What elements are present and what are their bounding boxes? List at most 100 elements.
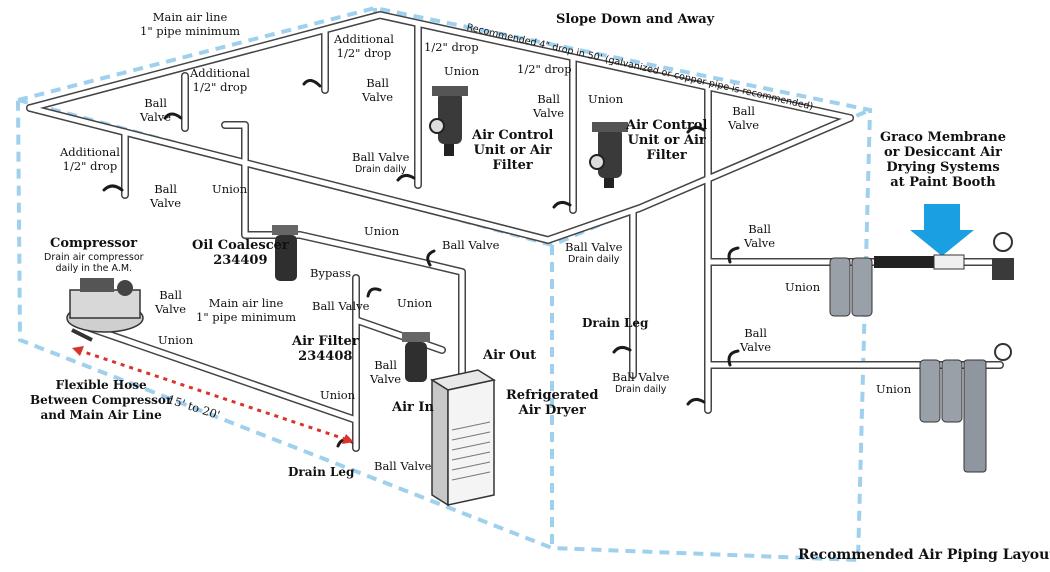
- text-line: Additional: [190, 66, 250, 80]
- label-ball-valve-drain-1: Ball Valve Drain daily: [352, 150, 409, 175]
- label-drain-leg-left: Drain Leg: [288, 465, 355, 479]
- label-union-2: Union: [588, 92, 624, 106]
- text-line: Main air line: [208, 296, 284, 310]
- valve-handle: [727, 246, 740, 264]
- air-control-unit-1: [429, 86, 468, 156]
- membrane-dryer-upper: [829, 232, 1014, 317]
- label-compressor-title: Compressor: [50, 236, 138, 251]
- label-ball-valve-drain-2: Ball Valve Drain daily: [565, 240, 622, 265]
- air-control-unit-2: [589, 122, 628, 188]
- text-line: at Paint Booth: [890, 175, 996, 190]
- text-line: Valve: [728, 118, 760, 132]
- label-additional-drop-far-left: Additional 1/2" drop: [60, 145, 120, 173]
- text-line: Drying Systems: [886, 160, 1000, 175]
- text-line: Unit or Air: [473, 143, 552, 158]
- label-union-9: Union: [876, 382, 912, 396]
- text-line: or Desiccant Air: [884, 145, 1002, 160]
- text-line: Ball: [537, 92, 560, 106]
- label-ball-valve-g: Ball Valve: [740, 326, 771, 354]
- label-union-7: Union: [320, 388, 356, 402]
- label-air-control-2: Air Control Unit or Air Filter: [626, 118, 707, 163]
- label-ball-valve-e: Ball Valve: [728, 104, 759, 132]
- label-refrigerated-dryer: Refrigerated Air Dryer: [506, 388, 598, 418]
- figure-caption: Recommended Air Piping Layout: [798, 547, 1050, 563]
- text-line: Ball: [374, 358, 397, 372]
- label-main-air-line-top: Main air line 1" pipe minimum: [140, 10, 240, 38]
- text-line: Graco Membrane: [880, 130, 1006, 145]
- text-line: Flexible Hose: [55, 378, 147, 392]
- text-line: Filter: [492, 158, 533, 173]
- text-line: Ball Valve: [565, 240, 623, 254]
- text-line: Drain air compressor: [44, 252, 144, 263]
- valve-handle: [163, 112, 183, 120]
- valve-handle: [727, 349, 740, 367]
- distance-arrow: [72, 346, 354, 444]
- text-line: 1" pipe minimum: [140, 24, 241, 38]
- text-line: Air Dryer: [518, 403, 586, 418]
- label-ball-valve-c: Ball Valve: [150, 182, 181, 210]
- text-line: Ball: [366, 76, 389, 90]
- text-line: Valve: [150, 196, 182, 210]
- text-line: Air Control: [472, 128, 554, 143]
- text-line: 1/2" drop: [336, 46, 392, 60]
- label-main-air-line-bottom: Main air line 1" pipe minimum: [196, 296, 296, 324]
- text-line: 1" pipe minimum: [196, 310, 297, 324]
- text-line: Filter: [646, 148, 687, 163]
- text-line: Drain daily: [567, 254, 620, 265]
- label-bypass: Bypass: [310, 266, 351, 280]
- text-line: Valve: [155, 302, 187, 316]
- text-line: 234409: [213, 253, 268, 268]
- air-filter: [402, 332, 430, 382]
- label-air-control-1: Air Control Unit or Air Filter: [472, 128, 553, 173]
- text-line: Valve: [744, 236, 776, 250]
- valve-handle: [302, 79, 322, 88]
- text-line: Valve: [362, 90, 394, 104]
- text-line: Refrigerated: [506, 388, 599, 403]
- label-ball-valve-i: Ball Valve: [370, 358, 401, 386]
- label-union-8: Union: [785, 280, 821, 294]
- valve-handle: [686, 397, 706, 406]
- text-line: daily in the A.M.: [55, 263, 133, 274]
- valve-handle: [552, 200, 572, 209]
- label-additional-drop-mid: Additional 1/2" drop: [334, 32, 394, 60]
- text-line: Unit or Air: [627, 133, 706, 148]
- compressor: [66, 278, 144, 342]
- text-line: and Main Air Line: [40, 408, 162, 422]
- label-air-in: Air In: [392, 400, 434, 415]
- text-line: Ball: [144, 96, 167, 110]
- text-line: Drain daily: [614, 384, 667, 395]
- oil-coalescer-filter: [272, 225, 298, 281]
- label-ball-valve-f: Ball Valve: [744, 222, 775, 250]
- label-union-3: Union: [212, 182, 248, 196]
- label-ball-valve-bypass: Ball Valve: [312, 299, 370, 313]
- valve-handle: [612, 345, 632, 354]
- valve-handle: [102, 184, 124, 192]
- label-ball-valve-drain-leg: Ball Valve: [374, 459, 432, 473]
- graco-arrow: [910, 204, 974, 256]
- label-union-6: Union: [158, 333, 194, 347]
- desiccant-dryer-lower: [919, 343, 1012, 473]
- text-line: 234408: [298, 349, 353, 364]
- main-pipe-network: [26, 11, 1004, 452]
- label-ball-valve-b: Ball Valve: [362, 76, 393, 104]
- valve-handle: [396, 173, 416, 182]
- label-union-4: Union: [364, 224, 400, 238]
- label-additional-drop-left: Additional 1/2" drop: [190, 66, 250, 94]
- text-line: Additional: [60, 145, 120, 159]
- text-line: 1/2" drop: [62, 159, 118, 173]
- text-line: Ball: [732, 104, 755, 118]
- label-half-drop-2: 1/2" drop: [517, 62, 572, 76]
- refrigerated-dryer-cabinet: [430, 369, 496, 507]
- text-line: 1/2" drop: [192, 80, 248, 94]
- label-ball-valve-h: Ball Valve: [155, 288, 186, 316]
- text-line: Ball: [748, 222, 771, 236]
- label-flexible-hose: Flexible Hose Between Compressor and Mai…: [30, 378, 172, 423]
- label-union-5: Union: [397, 296, 433, 310]
- text-line: Ball: [154, 182, 177, 196]
- label-half-drop-1: 1/2" drop: [424, 40, 479, 54]
- label-drain-leg-right: Drain Leg: [582, 316, 649, 330]
- text-line: Valve: [140, 110, 172, 124]
- label-air-filter: Air Filter 234408: [292, 334, 359, 364]
